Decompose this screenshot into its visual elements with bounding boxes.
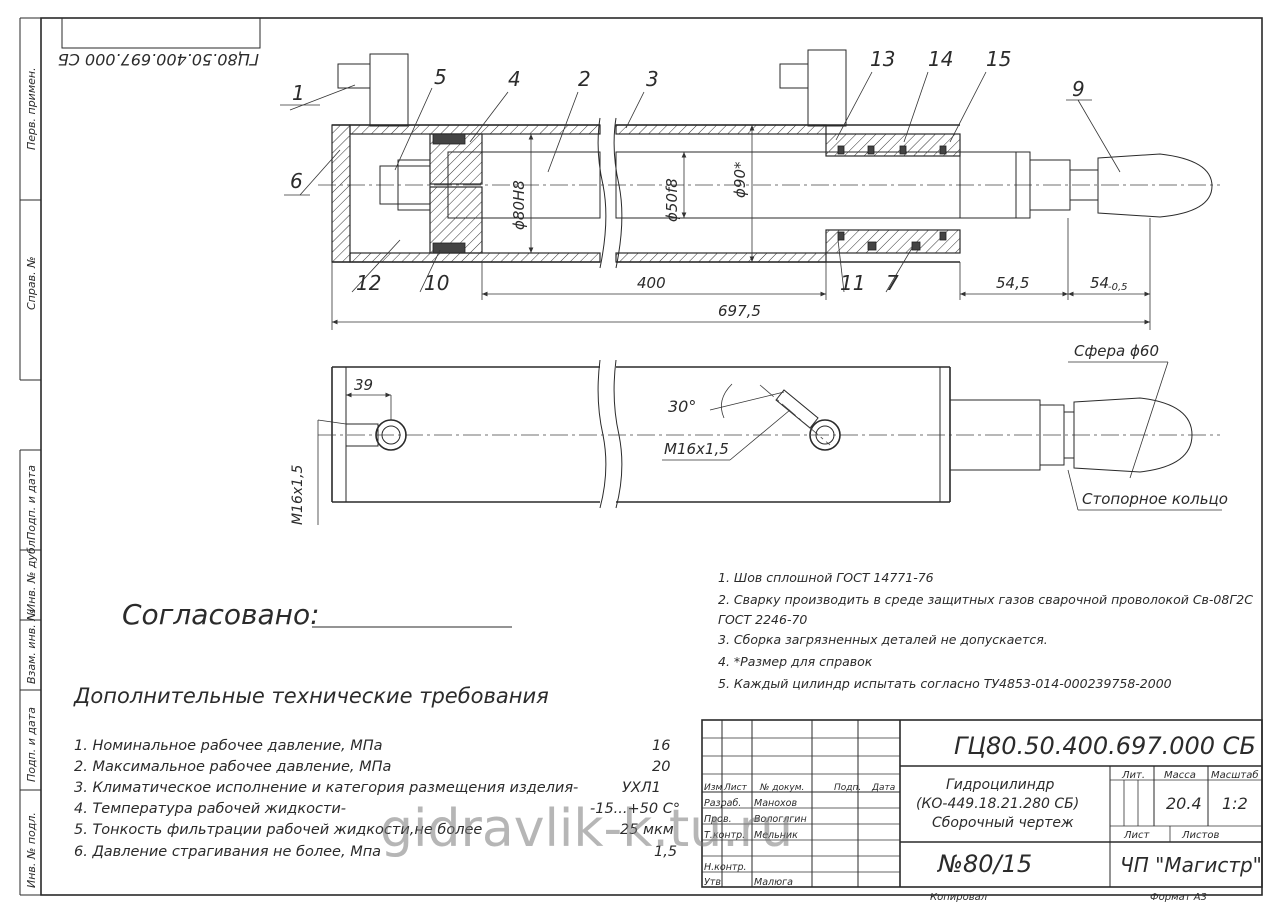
external-view (318, 359, 1220, 509)
name-developer: Манохов (754, 798, 797, 809)
col-date: Дата (871, 783, 895, 793)
drawing-type: Сборочный чертеж (932, 815, 1074, 831)
dim-39: 39 (354, 376, 373, 394)
side-label-5: Взам. инв. № (25, 609, 38, 684)
side-label-2: Справ. № (25, 256, 38, 310)
name-checker: Вологлгин (754, 814, 807, 825)
tech-req-2: 2. Максимальное рабочее давление, МПа (74, 759, 391, 775)
tech-req-title: Дополнительные технические требования (73, 684, 549, 708)
tech-req-3-value: УХЛ1 (622, 780, 661, 796)
dim-sphere: Сфера ϕ60 (1074, 342, 1159, 360)
note-5: 5. Каждый цилиндр испытать согласно ТУ48… (718, 676, 1172, 691)
format-label: Формат А3 (1150, 892, 1207, 903)
section-view (318, 49, 1220, 269)
watermark: gidravlik-k.tu.ru (380, 799, 793, 859)
sheets-label: Листов (1181, 830, 1219, 841)
callout-4: 4 (508, 67, 521, 91)
dim-400: 400 (637, 274, 666, 292)
callout-14: 14 (928, 47, 953, 71)
tech-req-2-value: 20 (652, 759, 670, 775)
side-label-7: Инв. № подл. (25, 812, 38, 888)
external-dimensions: 39 M16x1,5 30° M16x1,5 Сфера ϕ60 Стопорн… (290, 342, 1228, 525)
tech-req-1: 1. Номинальное рабочее давление, МПа (74, 738, 383, 754)
name-approve: Малюга (754, 877, 793, 888)
dim-rod: ϕ50f8 (663, 178, 681, 222)
callout-3: 3 (646, 67, 659, 91)
dim-thread-a: M16x1,5 (290, 464, 306, 525)
agreed-label: Согласовано: (122, 598, 320, 631)
tech-req-6-value: 1,5 (654, 844, 677, 860)
note-2: 2. Сварку производить в среде защитных г… (718, 592, 1253, 607)
note-2-cont: ГОСТ 2246-70 (718, 612, 807, 627)
col-doc: № докум. (759, 783, 804, 793)
diameter-dimensions: ϕ80H8 ϕ50f8 ϕ90* (510, 125, 755, 262)
dim-outer: ϕ90* (731, 161, 749, 198)
side-strip: Перв. примен. Справ. № Подп. и дата Инв.… (19, 17, 41, 896)
side-label-4: Инв. № дубл. (25, 537, 38, 612)
dim-angle: 30° (668, 397, 696, 416)
tech-req-4: 4. Температура рабочей жидкости- (74, 801, 346, 817)
col-list: Лист (723, 783, 748, 793)
callout-7: 7 (886, 271, 899, 295)
drawing-frame (40, 17, 1263, 896)
product-name: Гидроцилиндр (946, 777, 1055, 793)
mass-label: Масса (1164, 770, 1196, 781)
scale-label: Масштаб (1211, 769, 1259, 781)
callout-6: 6 (290, 169, 303, 193)
callout-5: 5 (434, 65, 447, 89)
role-approve: Утв. (704, 877, 724, 888)
dim-bore: ϕ80H8 (510, 180, 528, 230)
callout-11: 11 (840, 271, 865, 295)
callout-2: 2 (578, 67, 591, 91)
dim-54: 54 (1090, 274, 1109, 292)
col-izm: Изм (704, 783, 723, 793)
copied-label: Копировал (930, 892, 988, 903)
callout-13: 13 (870, 47, 895, 71)
callouts: 1 5 4 2 3 13 14 15 9 6 12 10 11 7 (280, 47, 1121, 295)
tech-req-3: 3. Климатическое исполнение и категория … (74, 780, 578, 796)
callout-9: 9 (1072, 77, 1085, 101)
role-ncontrol: Н.контр. (704, 862, 747, 873)
col-sign: Подп. (834, 783, 861, 793)
note-3: 3. Сборка загрязненных деталей не допуск… (718, 632, 1048, 647)
drawing-number: №80/15 (936, 850, 1032, 878)
title-block: ГЦ80.50.400.697.000 СБ Гидроцилиндр (КО-… (701, 719, 1263, 888)
linear-dimensions: 400 54,5 54 -0,5 697,5 (331, 218, 1151, 330)
scale-value: 1:2 (1222, 794, 1248, 813)
dim-thread-b: M16x1,5 (664, 440, 729, 458)
role-developer: Разраб. (704, 798, 741, 809)
callout-15: 15 (986, 47, 1011, 71)
mass-value: 20.4 (1166, 794, 1202, 813)
tech-req-5-value: 25 мкм (620, 822, 674, 838)
sheet-label: Лист (1123, 830, 1151, 841)
callout-1: 1 (292, 81, 305, 105)
rotated-drawing-code: ГЦ80.50.400.697.000 СБ (58, 50, 259, 69)
tech-req-5: 5. Тонкость фильтрации рабочей жидкости,… (74, 822, 482, 838)
side-label-1: Перв. примен. (25, 67, 38, 150)
role-tcontrol: Т.контр. (704, 830, 745, 841)
product-code: (КО-449.18.21.280 СБ) (916, 796, 1079, 812)
dim-54-5: 54,5 (996, 274, 1029, 292)
callout-12: 12 (356, 271, 381, 295)
tech-req-6: 6. Давление страгивания не более, Мпа (74, 844, 381, 860)
side-label-3: Подп. и дата (25, 465, 38, 540)
company-name: ЧП "Магистр" (1120, 853, 1262, 877)
retaining-ring-label: Стопорное кольцо (1082, 490, 1228, 508)
general-notes: 1. Шов сплошной ГОСТ 14771-76 2. Сварку … (718, 570, 1253, 691)
tech-req-4-value: -15...+50 С° (590, 801, 680, 817)
lit-label: Лит. (1121, 770, 1145, 781)
tech-req-1-value: 16 (652, 738, 670, 754)
note-4: 4. *Размер для справок (718, 654, 873, 669)
rotated-code-box (61, 17, 261, 49)
side-label-6: Подп. и дата (25, 707, 38, 782)
callout-10: 10 (424, 271, 449, 295)
dim-54-tolerance: -0,5 (1108, 282, 1128, 293)
tech-requirements: Дополнительные технические требования 1.… (73, 684, 680, 860)
title-block-code: ГЦ80.50.400.697.000 СБ (954, 732, 1256, 760)
note-1: 1. Шов сплошной ГОСТ 14771-76 (718, 570, 934, 585)
role-checker: Пров. (704, 814, 732, 825)
name-tcontrol: Мельник (754, 830, 798, 841)
dim-total: 697,5 (718, 302, 761, 320)
